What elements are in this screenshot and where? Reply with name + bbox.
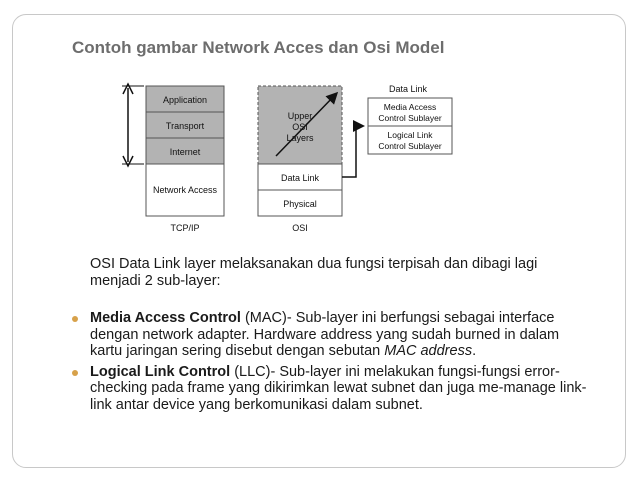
network-diagram: Application Transport Internet Network A…	[110, 74, 490, 246]
data-link-connector	[342, 120, 365, 178]
mac-line-2: Control Sublayer	[378, 113, 441, 123]
bullet-llc-term: Logical Link Control	[90, 363, 231, 380]
tcpip-label-network-access: Network Access	[153, 185, 218, 195]
llc-sublayer-box	[367, 125, 453, 155]
osi-layer-physical	[257, 189, 343, 217]
tcpip-label-internet: Internet	[170, 147, 201, 157]
detail-header: Data Link	[389, 84, 428, 94]
osi-stack-label: OSI	[292, 223, 308, 233]
llc-line-2: Control Sublayer	[378, 141, 441, 151]
bullet-llc: Logical Link Control (LLC)- Sub-layer in…	[70, 364, 590, 414]
slide-title: Contoh gambar Network Acces dan Osi Mode…	[72, 38, 445, 57]
osi-upper-line-1: Upper	[288, 111, 313, 121]
bullet-mac-text: (MAC)- Sub-layer ini berfungsi sebagai i…	[90, 310, 560, 359]
mac-line-1: Media Access	[384, 102, 436, 112]
tcpip-label-application: Application	[163, 95, 207, 105]
upper-layers-arrow	[275, 91, 339, 157]
osi-upper-line-2: OSI	[292, 122, 308, 132]
llc-line-1: Logical Link	[388, 130, 434, 140]
bullet-dot-icon	[72, 316, 78, 322]
osi-label-physical: Physical	[283, 199, 317, 209]
bullet-mac-italic: MAC address	[384, 343, 473, 359]
tcpip-layer-network-access	[145, 163, 225, 217]
tcpip-layer-internet	[145, 137, 225, 165]
bullet-llc-text: (LLC)- Sub-layer ini melakukan fungsi-fu…	[90, 363, 587, 413]
bullet-mac-term: Media Access Control	[90, 310, 241, 326]
osi-upper-line-3: Layers	[286, 133, 314, 143]
span-arrow-bottom	[122, 155, 134, 168]
intro-paragraph: OSI Data Link layer melaksanakan dua fun…	[90, 256, 538, 289]
bullet-mac-end: .	[472, 343, 477, 359]
bullet-list: Media Access Control (MAC)- Sub-layer in…	[70, 310, 590, 417]
diagram-svg: Application Transport Internet Network A…	[122, 82, 453, 233]
span-arrow-top	[122, 82, 134, 95]
osi-label-data-link: Data Link	[281, 173, 320, 183]
tcpip-stack-label: TCP/IP	[170, 223, 199, 233]
tcpip-label-transport: Transport	[166, 121, 205, 131]
bullet-dot-icon	[72, 369, 78, 376]
tcpip-layer-transport	[145, 111, 225, 139]
bullet-mac: Media Access Control (MAC)- Sub-layer in…	[70, 310, 590, 360]
